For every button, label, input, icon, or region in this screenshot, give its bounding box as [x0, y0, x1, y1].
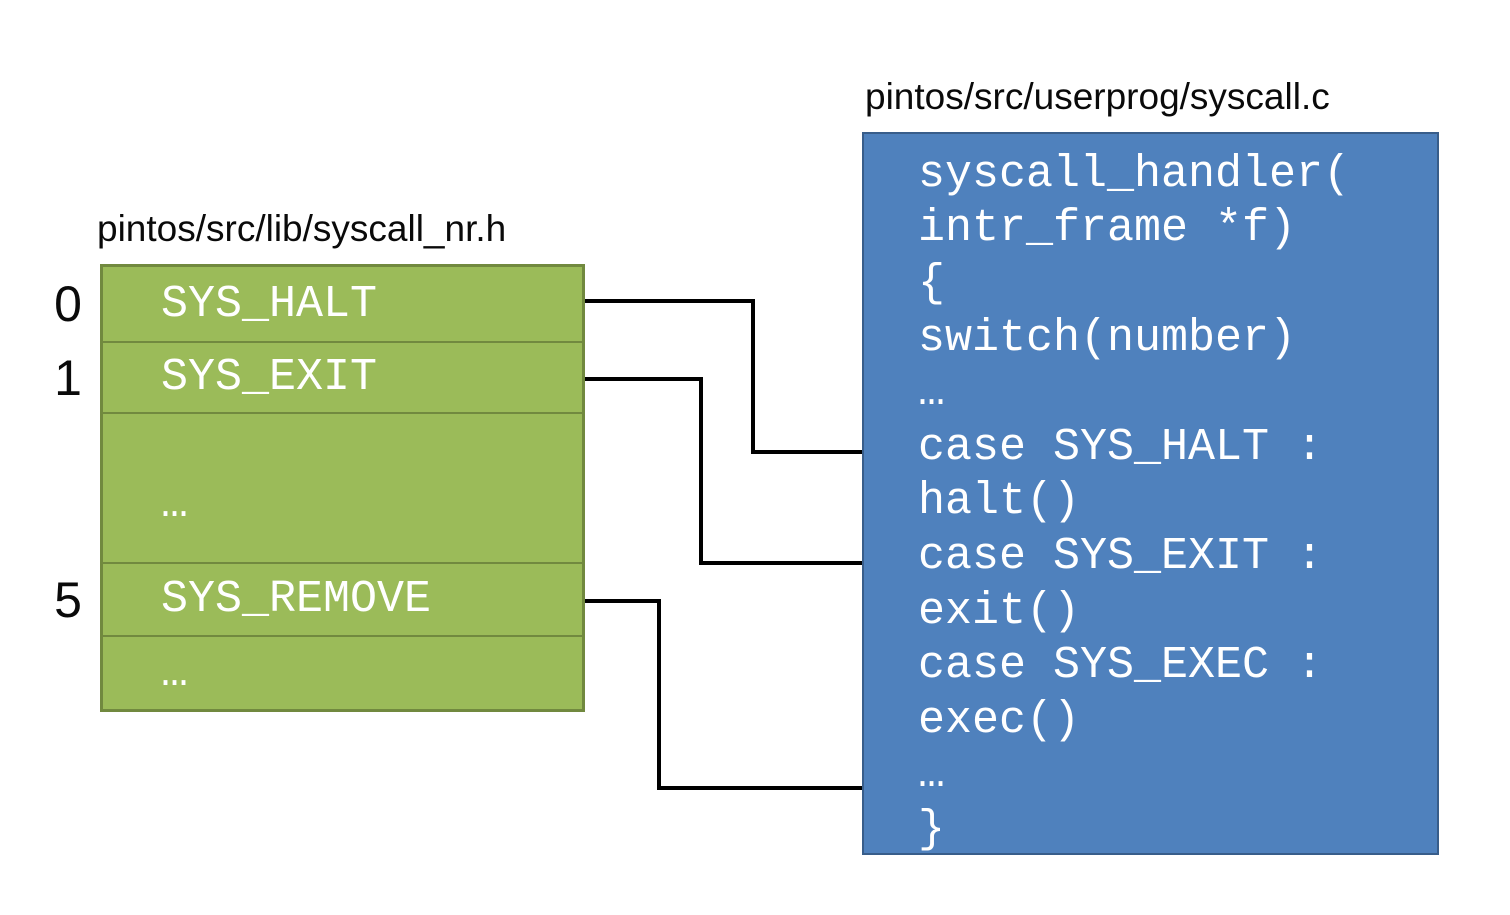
row-index-1: 1 — [54, 350, 82, 406]
code-line: exec() — [918, 694, 1081, 746]
row-index-5: 5 — [54, 572, 82, 628]
code-line: intr_frame *f) — [918, 203, 1297, 255]
code-line: { — [918, 257, 946, 309]
code-line: } — [918, 803, 946, 855]
code-line-case-sys-exit: case SYS_EXIT : — [918, 530, 1324, 582]
table-row-sys-remove: SYS_REMOVE — [103, 562, 582, 635]
table-row-sys-exit: SYS_EXIT — [103, 341, 582, 412]
row-index-0: 0 — [54, 276, 82, 332]
code-line: … — [918, 749, 946, 801]
syscall-c-code-box: syscall_handler( intr_frame *f) { switch… — [862, 132, 1439, 855]
right-file-title: pintos/src/userprog/syscall.c — [865, 76, 1330, 117]
code-line: syscall_handler( — [918, 148, 1351, 200]
arrow-sys-remove — [535, 599, 905, 797]
code-line: halt() — [918, 476, 1081, 528]
code-line-case-sys-exec: case SYS_EXEC : — [918, 640, 1324, 692]
code-line-case-sys-halt: case SYS_HALT : — [918, 421, 1324, 473]
table-row-sys-halt: SYS_HALT — [161, 278, 378, 330]
code-line: … — [918, 367, 946, 419]
table-row-ellipsis-top: … — [103, 412, 582, 562]
code-line: switch(number) — [918, 312, 1297, 364]
left-file-title: pintos/src/lib/syscall_nr.h — [97, 208, 507, 249]
code-line: exit() — [918, 585, 1081, 637]
syscall-nr-table: SYS_HALT SYS_EXIT … SYS_REMOVE … — [100, 264, 585, 712]
table-row-ellipsis-bottom: … — [103, 635, 582, 709]
